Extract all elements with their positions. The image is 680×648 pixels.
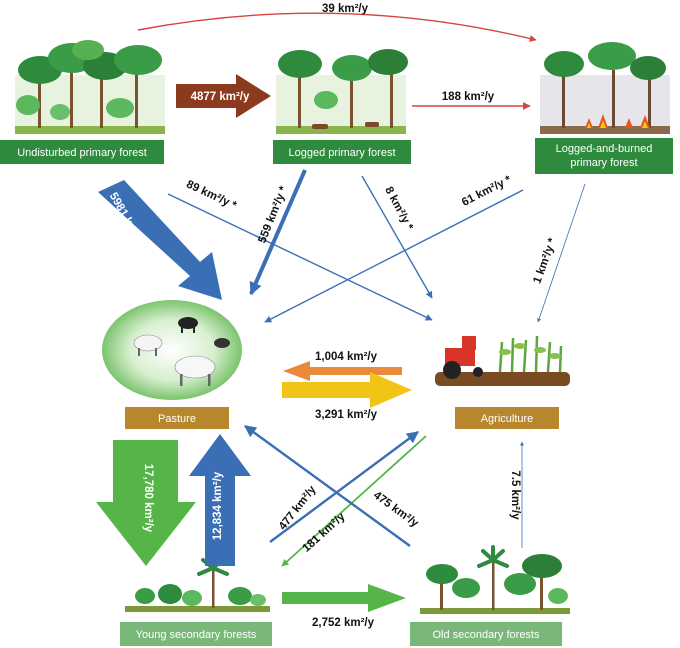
arrow-agriculture-to-young bbox=[281, 435, 427, 567]
flow-label-young-to-agriculture: 477 km²/y bbox=[277, 483, 319, 532]
young-forest-icon bbox=[125, 554, 270, 612]
node-label-old-secondary: Old secondary forests bbox=[433, 629, 540, 641]
arrow-young-to-agriculture bbox=[269, 431, 419, 543]
flow-label-logged-burned-to-agriculture: 1 km²/y * bbox=[531, 236, 559, 285]
arrow-pasture-to-agriculture bbox=[282, 372, 412, 408]
flow-label-old-to-agriculture: 7.5 km²/y bbox=[509, 470, 521, 520]
old-forest-icon bbox=[420, 545, 570, 614]
arrow-old-to-pasture bbox=[244, 425, 411, 547]
flow-label-agriculture-to-young: 181 km²/y bbox=[300, 510, 347, 554]
cattle-pasture-icon bbox=[102, 300, 242, 400]
arrow-agriculture-to-pasture bbox=[283, 361, 402, 381]
flow-label-logged-to-logged-burned: 188 km²/y bbox=[442, 91, 495, 103]
arrow-logged-to-agriculture bbox=[361, 175, 433, 299]
arrow-young-to-old bbox=[282, 584, 406, 612]
node-young-secondary: Young secondary forests bbox=[120, 622, 272, 646]
arrow-logged-burned-to-pasture bbox=[264, 189, 524, 323]
arrow-undisturbed-to-logged-burned bbox=[137, 12, 537, 42]
node-agriculture: Agriculture bbox=[455, 407, 559, 429]
flow-label-logged-to-agriculture: 8 km²/y * bbox=[382, 185, 415, 233]
arrow-young-to-pasture bbox=[189, 434, 251, 566]
flow-label-undisturbed-to-agriculture: 89 km²/y * bbox=[184, 178, 238, 212]
node-label-logged-burned-1: Logged-and-burned bbox=[556, 143, 653, 155]
flow-label-young-to-pasture: 12,834 km²/y bbox=[212, 471, 224, 540]
arrow-logged-burned-to-agriculture bbox=[537, 183, 586, 323]
arrow-undisturbed-to-pasture bbox=[98, 180, 222, 300]
burned-forest-icon bbox=[540, 42, 670, 134]
flow-label-agriculture-to-pasture: 1,004 km²/y bbox=[315, 351, 378, 363]
tractor-crops-icon bbox=[435, 335, 570, 386]
node-label-agriculture: Agriculture bbox=[481, 413, 534, 425]
flow-label-young-to-old: 2,752 km²/y bbox=[312, 617, 375, 629]
node-logged: Logged primary forest bbox=[273, 140, 411, 164]
node-label-undisturbed: Undisturbed primary forest bbox=[17, 147, 147, 159]
flow-label-logged-burned-to-pasture: 61 km²/y * bbox=[460, 174, 514, 209]
logged-forest-icon bbox=[276, 49, 408, 134]
node-old-secondary: Old secondary forests bbox=[410, 622, 562, 646]
arrow-logged-to-pasture bbox=[249, 169, 307, 296]
node-label-logged: Logged primary forest bbox=[289, 147, 396, 159]
flow-label-undisturbed-to-logged: 4877 km²/y bbox=[191, 91, 250, 103]
flow-label-pasture-to-young: 17,780 km²/y bbox=[142, 464, 154, 533]
arrow-undisturbed-to-logged bbox=[176, 74, 271, 118]
node-label-young-secondary: Young secondary forests bbox=[136, 629, 257, 641]
flow-label-pasture-to-agriculture: 3,291 km²/y bbox=[315, 409, 378, 421]
rainforest-icon bbox=[15, 40, 165, 134]
node-pasture: Pasture bbox=[125, 407, 229, 429]
flow-label-undisturbed-to-logged-burned: 39 km²/y bbox=[322, 3, 369, 15]
node-undisturbed: Undisturbed primary forest bbox=[0, 140, 164, 164]
arrow-undisturbed-to-agriculture bbox=[167, 193, 433, 321]
node-label-logged-burned-2: primary forest bbox=[570, 157, 637, 169]
node-logged-burned: Logged-and-burned primary forest bbox=[535, 138, 673, 174]
arrow-pasture-to-young bbox=[96, 440, 196, 566]
node-label-pasture: Pasture bbox=[158, 413, 196, 425]
